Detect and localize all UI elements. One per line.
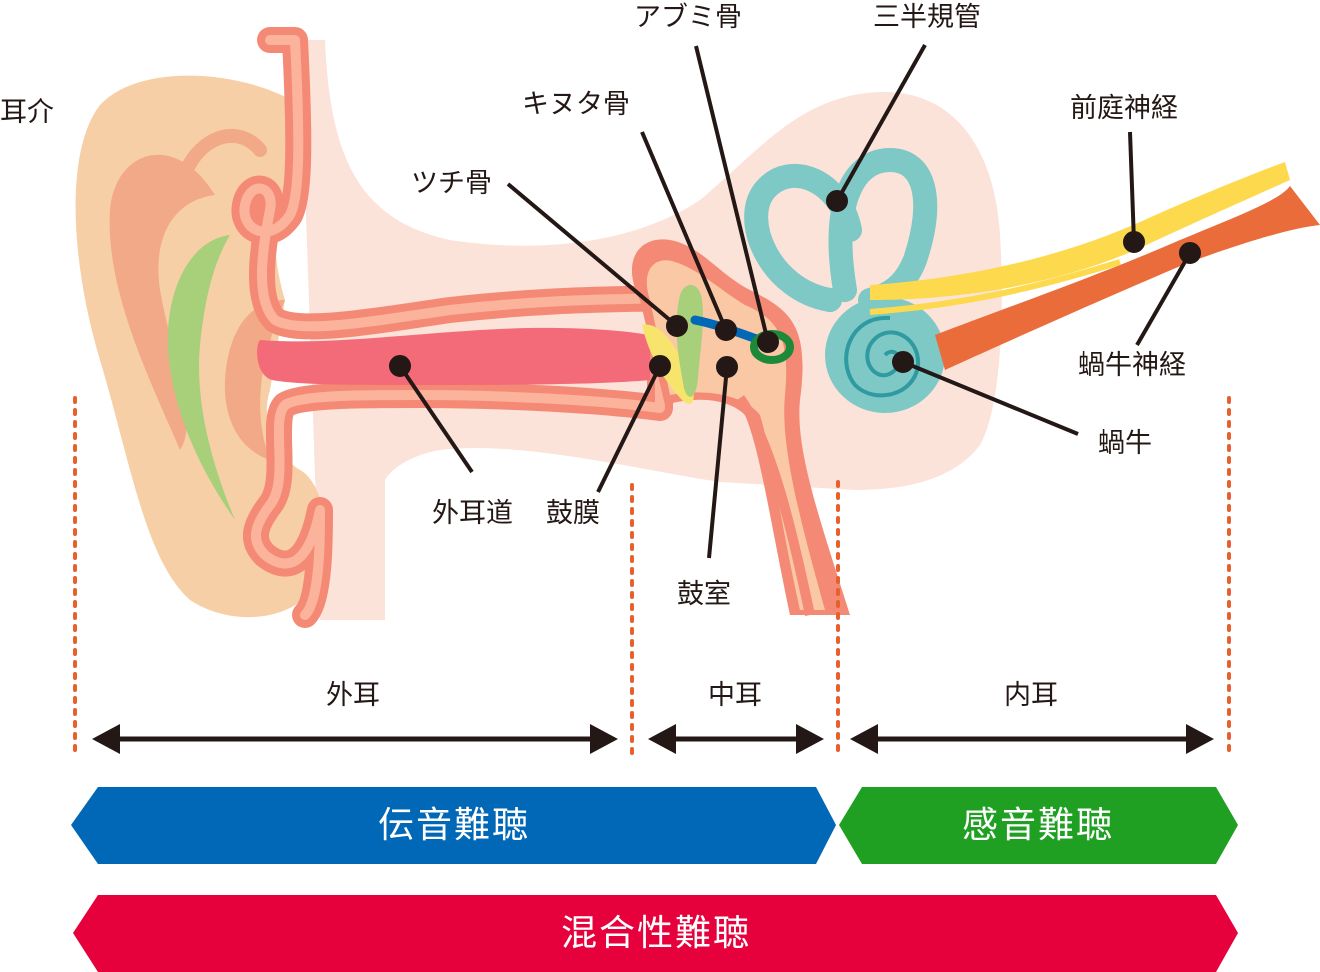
- leader-cochlea: [902, 360, 1079, 436]
- semicircular-canal-1: [744, 163, 862, 312]
- label-auricle: 耳介: [0, 97, 54, 128]
- label-semicircular-canals: 三半規管: [873, 2, 981, 33]
- ear-canal-lumen: [257, 327, 650, 385]
- arrow-inner-ear-right-head: [1186, 724, 1214, 754]
- leader-incus: [640, 131, 728, 331]
- leader-vestibular: [1128, 131, 1136, 243]
- leader-eardrum: [596, 365, 662, 493]
- leader-ear-canal: [398, 364, 474, 474]
- label-incus: キヌタ骨: [522, 89, 630, 120]
- cochlear-nerve-shape: [935, 186, 1320, 370]
- label-tympanic-cavity: 鼓室: [677, 579, 731, 610]
- label-stapes: アブミ骨: [634, 2, 742, 33]
- band-sensorineural-label: 感音難聴: [961, 805, 1115, 846]
- band-conductive-label: 伝音難聴: [377, 805, 531, 846]
- label-cochlea: 蝸牛: [1098, 428, 1152, 459]
- cochlea-spiral: [844, 315, 921, 398]
- arrow-outer-ear-left-head: [92, 724, 120, 754]
- dot-malleus: [666, 315, 688, 337]
- section-inner-ear: 内耳: [1004, 680, 1058, 711]
- leader-semicircular: [835, 44, 927, 202]
- dot-vestibular: [1123, 231, 1145, 253]
- auricle-fold-outer: [109, 154, 215, 450]
- eustachian-tube: [735, 395, 815, 617]
- label-cochlear-nerve: 蝸牛神経: [1078, 350, 1186, 381]
- band-conductive-shape: [71, 787, 836, 864]
- label-eardrum: 鼓膜: [546, 498, 600, 529]
- dot-tympanic-cavity: [716, 356, 738, 378]
- dot-cochlea: [892, 351, 914, 373]
- leader-malleus: [506, 182, 679, 328]
- label-malleus: ツチ骨: [411, 168, 492, 199]
- dot-semicircular: [826, 190, 848, 212]
- dot-ear-canal: [389, 355, 411, 377]
- leader-tympanic-cavity: [707, 366, 729, 559]
- auricle-fold-inner: [224, 300, 285, 460]
- section-middle-ear: 中耳: [708, 680, 762, 711]
- leader-cochlear-nerve: [1135, 252, 1192, 346]
- band-mixed-shape: [73, 895, 1238, 972]
- leader-stapes: [694, 45, 770, 343]
- arrow-middle-ear-right-head: [796, 724, 824, 754]
- dot-incus: [715, 319, 737, 341]
- vestibular-nerve-shape: [870, 162, 1290, 300]
- band-sensorineural-shape: [839, 787, 1238, 864]
- dot-cochlear-nerve: [1179, 242, 1201, 264]
- auricle-rim: [173, 128, 267, 197]
- auricle-fold-green: [167, 235, 235, 520]
- dot-stapes: [757, 331, 779, 353]
- malleus-shape: [676, 284, 703, 397]
- arrow-outer-ear-right-head: [590, 724, 618, 754]
- arrow-middle-ear-left-head: [648, 724, 676, 754]
- section-outer-ear: 外耳: [326, 680, 380, 711]
- label-ear-canal: 外耳道: [432, 498, 513, 529]
- dot-eardrum: [649, 355, 671, 377]
- label-vestibular-nerve: 前庭神経: [1070, 93, 1178, 124]
- band-mixed-label: 混合性難聴: [560, 913, 752, 954]
- arrow-inner-ear-left-head: [850, 724, 878, 754]
- vestibular-nerve-strand: [869, 259, 1121, 315]
